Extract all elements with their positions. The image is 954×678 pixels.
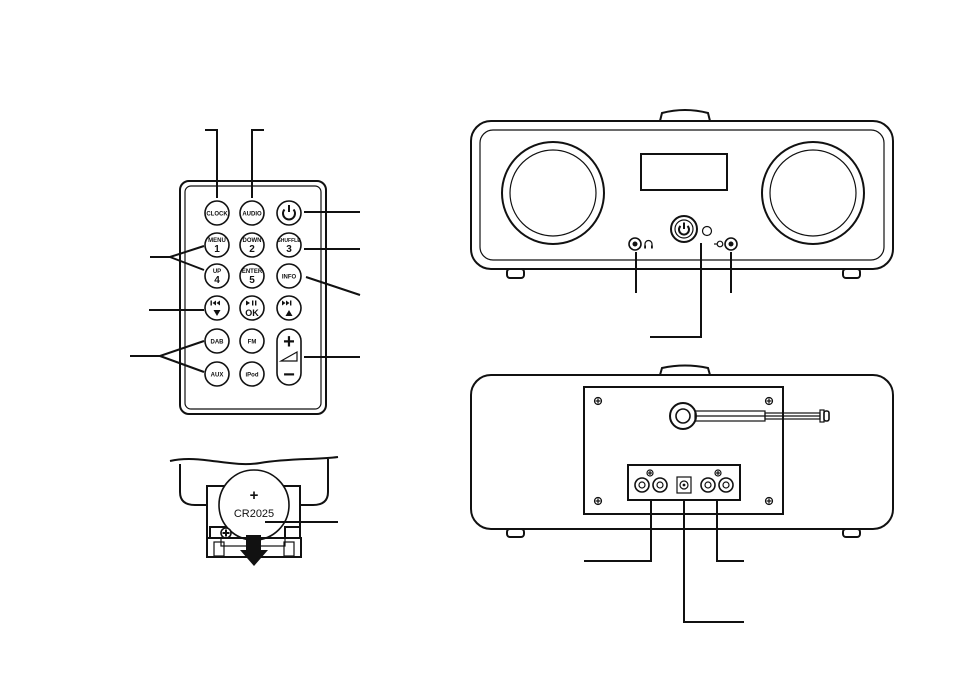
connector-screw-icons <box>646 469 722 477</box>
rear-case <box>470 374 894 530</box>
front-power-button[interactable] <box>670 215 698 243</box>
aux-button[interactable]: AUX <box>204 361 230 387</box>
front-case-outer <box>470 120 894 270</box>
shuffle-label: SHUFFLE <box>277 238 301 244</box>
enter-label: ENTER <box>242 269 263 275</box>
headphone-jack[interactable] <box>628 237 642 251</box>
screw-icon <box>220 527 232 539</box>
headphone-icon <box>644 239 653 249</box>
dc-power-input[interactable] <box>676 476 692 494</box>
remote-callouts <box>130 129 361 373</box>
shuffle-number: 3 <box>286 244 292 255</box>
next-up-button[interactable] <box>276 295 302 321</box>
battery-model: CR2025 <box>234 508 274 520</box>
prev-down-button[interactable] <box>204 295 230 321</box>
audio-label: AUDIO <box>242 212 262 218</box>
menu-number: 1 <box>214 244 220 255</box>
clock-button[interactable]: CLOCK <box>204 200 230 226</box>
up-button[interactable]: UP 4 <box>204 263 230 289</box>
rear-callouts <box>584 500 744 623</box>
ok-label: OK <box>245 308 259 318</box>
remote-control: CLOCK AUDIO MENU 1 DOWN 2 SHUFFLE 3 <box>130 129 361 415</box>
battery-polarity: + <box>250 487 259 504</box>
front-top-control <box>659 109 711 122</box>
volume-minus-label: − <box>283 364 295 386</box>
up-label: UP <box>213 269 221 275</box>
enter-button[interactable]: ENTER 5 <box>239 263 265 289</box>
menu-button[interactable]: MENU 1 <box>204 232 230 258</box>
line-in-rca-jacks[interactable] <box>700 477 734 493</box>
radio-front-view <box>470 109 894 338</box>
rear-top-control <box>659 364 711 376</box>
dab-button[interactable]: DAB <box>204 328 230 354</box>
down-button[interactable]: DOWN 2 <box>239 232 265 258</box>
line-in-jack[interactable] <box>724 237 738 251</box>
play-pause-ok-button[interactable]: OK <box>239 295 265 321</box>
shuffle-button[interactable]: SHUFFLE 3 <box>276 232 302 258</box>
skip-forward-icon <box>282 300 292 306</box>
rear-foot-right <box>842 528 861 538</box>
down-arrow-icon <box>213 310 221 316</box>
ipod-label: iPod <box>246 373 259 379</box>
volume-plus-label: + <box>283 331 295 353</box>
telescopic-antenna[interactable] <box>669 402 830 430</box>
display-screen <box>640 153 728 191</box>
rear-panel <box>583 386 784 515</box>
line-in-icon <box>714 240 724 248</box>
info-button[interactable]: INFO <box>276 263 302 289</box>
up-arrow-icon <box>285 310 293 316</box>
aux-label: AUX <box>211 373 224 379</box>
rear-foot-left <box>506 528 525 538</box>
dab-label: DAB <box>211 340 225 346</box>
front-foot-right <box>842 268 861 279</box>
battery-compartment: + CR2025 <box>169 456 339 566</box>
volume-ramp-icon <box>278 350 298 362</box>
front-case-inner <box>479 129 885 261</box>
line-out-jacks[interactable] <box>634 477 668 493</box>
fm-label: FM <box>248 340 257 346</box>
speaker-left <box>501 141 605 245</box>
power-button[interactable] <box>276 200 302 226</box>
menu-label: MENU <box>208 238 226 244</box>
play-pause-icon <box>246 300 257 306</box>
down-label: DOWN <box>243 238 262 244</box>
fm-button[interactable]: FM <box>239 328 265 354</box>
front-callouts <box>635 243 732 338</box>
radio-rear-view <box>470 364 894 623</box>
info-label: INFO <box>282 275 297 281</box>
power-icon <box>282 208 296 221</box>
panel-screw-icons <box>593 396 774 506</box>
down-number: 2 <box>249 244 255 255</box>
front-foot-left <box>506 268 525 279</box>
pull-out-arrow-icon <box>240 535 268 566</box>
power-icon <box>678 225 690 236</box>
volume-rocker[interactable]: + − <box>276 328 302 386</box>
ir-sensor <box>701 225 713 237</box>
clock-label: CLOCK <box>206 212 228 218</box>
skip-back-icon <box>210 300 220 306</box>
ipod-button[interactable]: iPod <box>239 361 265 387</box>
speaker-right <box>761 141 865 245</box>
up-number: 4 <box>214 275 220 286</box>
audio-button[interactable]: AUDIO <box>239 200 265 226</box>
enter-number: 5 <box>249 275 255 286</box>
